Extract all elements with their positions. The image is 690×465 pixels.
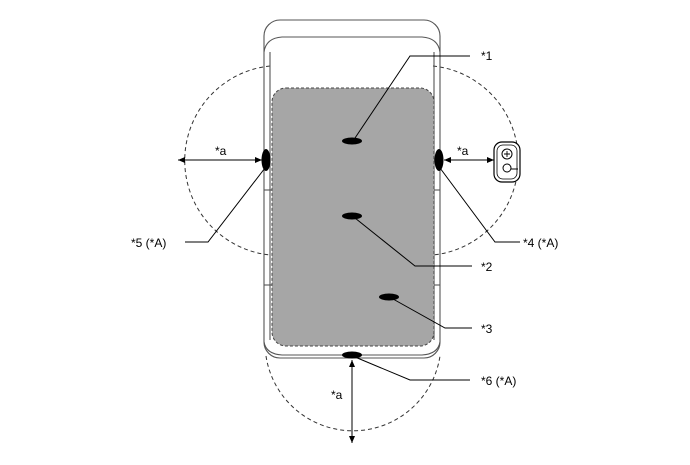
callout-labels: *1 *2 *3 *4 (*A) *5 (*A) *6 (*A) *a *a *… [131,49,558,402]
antenna-4-right-door [434,149,444,171]
antenna-5-left-door [261,149,271,171]
antennas [261,137,444,359]
leader-3 [392,298,472,329]
exterior-detection-ranges [184,65,519,432]
antenna-6-rear [342,351,362,359]
antenna-2 [342,212,362,220]
callout-1-label: *1 [481,49,493,63]
leader-lines [185,55,520,381]
callout-4-label: *4 (*A) [523,236,558,250]
dimension-arrows [178,157,494,443]
leader-6 [354,356,470,381]
leader-4 [439,167,520,243]
dimension-label-right: *a [457,144,469,158]
rear-range-arc [265,355,441,432]
antenna-3 [379,293,399,301]
callout-3-label: *3 [481,322,493,336]
hood-line [263,36,441,53]
leader-1 [354,55,470,139]
antenna-1 [342,137,362,145]
leader-5 [185,167,266,243]
callout-2-label: *2 [481,260,493,274]
leader-2 [354,217,472,267]
key-fob-icon [493,141,521,183]
dimension-label-left: *a [215,144,227,158]
callout-6-label: *6 (*A) [481,374,516,388]
dimension-label-rear: *a [331,388,343,402]
callout-5-label: *5 (*A) [131,236,166,250]
